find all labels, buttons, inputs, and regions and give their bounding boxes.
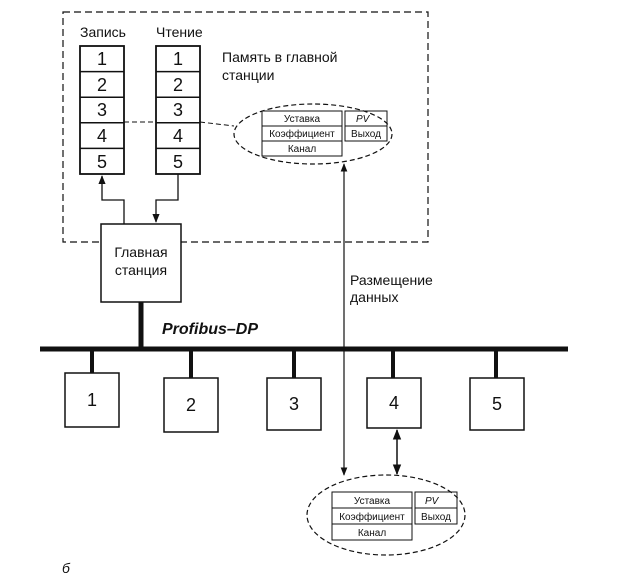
master-station xyxy=(100,223,182,303)
slave-station-2: 2 xyxy=(163,377,219,433)
slave-1-label: 1 xyxy=(87,390,97,410)
write-cell-5: 5 xyxy=(97,152,107,172)
write-cell-3: 3 xyxy=(97,100,107,120)
slave-3-label: 3 xyxy=(289,394,299,414)
read-cell-4: 4 xyxy=(173,126,183,146)
top-coefficient-field: Коэффициент xyxy=(269,128,335,140)
slave-station-3: 3 xyxy=(266,377,322,431)
write-cell-4: 4 xyxy=(97,126,107,146)
memory-title-line1: Память в главной xyxy=(222,49,338,65)
read-cell-2: 2 xyxy=(173,75,183,95)
slave-station-1: 1 xyxy=(64,372,120,428)
write-column-header: Запись xyxy=(80,24,126,40)
write-buffer: 1 2 3 4 5 xyxy=(79,45,125,175)
top-setpoint-field: Уставка xyxy=(284,114,321,125)
slave-2-label: 2 xyxy=(186,395,196,415)
master-station-label-line2: станция xyxy=(115,262,167,278)
read-cell-1: 1 xyxy=(173,49,183,69)
top-channel-field: Канал xyxy=(288,144,316,155)
slave-station-5: 5 xyxy=(469,377,525,431)
read-row4-link xyxy=(199,121,235,127)
master-record-ellipse: Уставка Коэффициент Канал PV Выход xyxy=(233,103,393,165)
bottom-channel-field: Канал xyxy=(358,528,386,539)
data-mapping-label-line2: данных xyxy=(350,289,398,305)
write-cell-2: 2 xyxy=(97,75,107,95)
read-buffer: 1 2 3 4 5 xyxy=(155,45,201,175)
write-cell-1: 1 xyxy=(97,49,107,69)
slave-4-label: 4 xyxy=(389,393,399,413)
master-memory-region xyxy=(62,11,429,243)
figure-letter: б xyxy=(62,560,71,576)
read-cell-5: 5 xyxy=(173,152,183,172)
bottom-output-field: Выход xyxy=(421,512,451,523)
bottom-coefficient-field: Коэффициент xyxy=(339,511,405,523)
bottom-setpoint-field: Уставка xyxy=(354,496,391,507)
top-pv-field: PV xyxy=(356,114,371,125)
memory-title-line2: станции xyxy=(222,67,274,83)
write-path-arrow xyxy=(98,175,125,224)
top-output-field: Выход xyxy=(351,129,381,140)
read-path-arrow xyxy=(152,174,179,223)
bottom-pv-field: PV xyxy=(425,496,440,507)
slave-record-ellipse: Уставка Коэффициент Канал PV Выход xyxy=(306,474,466,556)
data-mapping-label-line1: Размещение xyxy=(350,272,433,288)
slave-station-4: 4 xyxy=(366,377,422,429)
bus-label: Profibus–DP xyxy=(162,321,258,338)
slave-5-label: 5 xyxy=(492,394,502,414)
read-cell-3: 3 xyxy=(173,100,183,120)
read-column-header: Чтение xyxy=(156,24,203,40)
master-station-label-line1: Главная xyxy=(114,244,167,260)
